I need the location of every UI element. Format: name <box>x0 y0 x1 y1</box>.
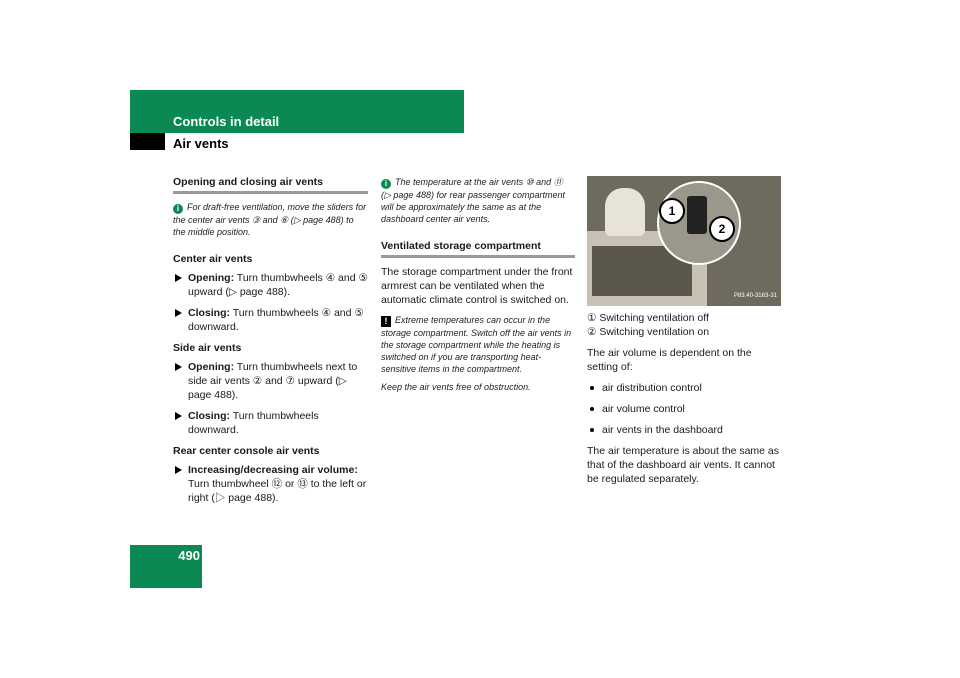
step-side-close: Closing: Turn thumbwheels downward. <box>173 409 368 437</box>
step-rear-volume: Increasing/decreasing air volume: Turn t… <box>173 463 368 505</box>
step-center-close: Closing: Turn thumbwheels ④ and ⑤ downwa… <box>173 306 368 334</box>
page-number-box <box>130 545 202 588</box>
rear-vents-title: Rear center console air vents <box>173 445 320 457</box>
air-volume-paragraph: The air volume is dependent on the setti… <box>587 347 752 373</box>
page-number: 490 <box>178 548 200 563</box>
photo-code: P83.40-3163-31 <box>733 293 777 299</box>
vent-switch <box>687 196 707 234</box>
step-side-open: Opening: Turn thumbwheels next to side a… <box>173 360 368 402</box>
warning-note: !Extreme temperatures can occur in the s… <box>381 314 575 393</box>
bullet-item: air distribution control <box>587 381 781 395</box>
warning-note-2: Keep the air vents free of obstruction. <box>381 382 531 392</box>
armrest-vent-photo: 1 2 P83.40-3163-31 <box>587 176 781 306</box>
warning-icon: ! <box>381 316 391 327</box>
topic-title: Air vents <box>173 136 229 151</box>
center-vents-title: Center air vents <box>173 253 253 265</box>
info-icon: i <box>381 179 391 189</box>
side-vents-title: Side air vents <box>173 342 242 354</box>
bullet-item: air vents in the dashboard <box>587 423 781 437</box>
heading-opening-closing: Opening and closing air vents <box>173 175 368 194</box>
header-black-tab <box>130 133 165 150</box>
column-3: 1 2 P83.40-3163-31 ① Switching ventilati… <box>587 176 781 493</box>
storage-paragraph: The storage compartment under the front … <box>381 266 573 306</box>
bullet-item: air volume control <box>587 402 781 416</box>
step-center-open: Opening: Turn thumbwheels ④ and ⑤ upward… <box>173 271 368 299</box>
header-bar <box>130 90 464 133</box>
section-title: Controls in detail <box>173 114 280 129</box>
info-icon: i <box>173 204 183 214</box>
legend-item-1: ① Switching ventilation off <box>587 312 709 324</box>
air-temperature-paragraph: The air temperature is about the same as… <box>587 445 780 485</box>
legend-item-2: ② Switching ventilation on <box>587 326 710 338</box>
heading-ventilated-storage: Ventilated storage compartment <box>381 239 575 258</box>
callout-2: 2 <box>709 216 735 242</box>
callout-1: 1 <box>659 198 685 224</box>
